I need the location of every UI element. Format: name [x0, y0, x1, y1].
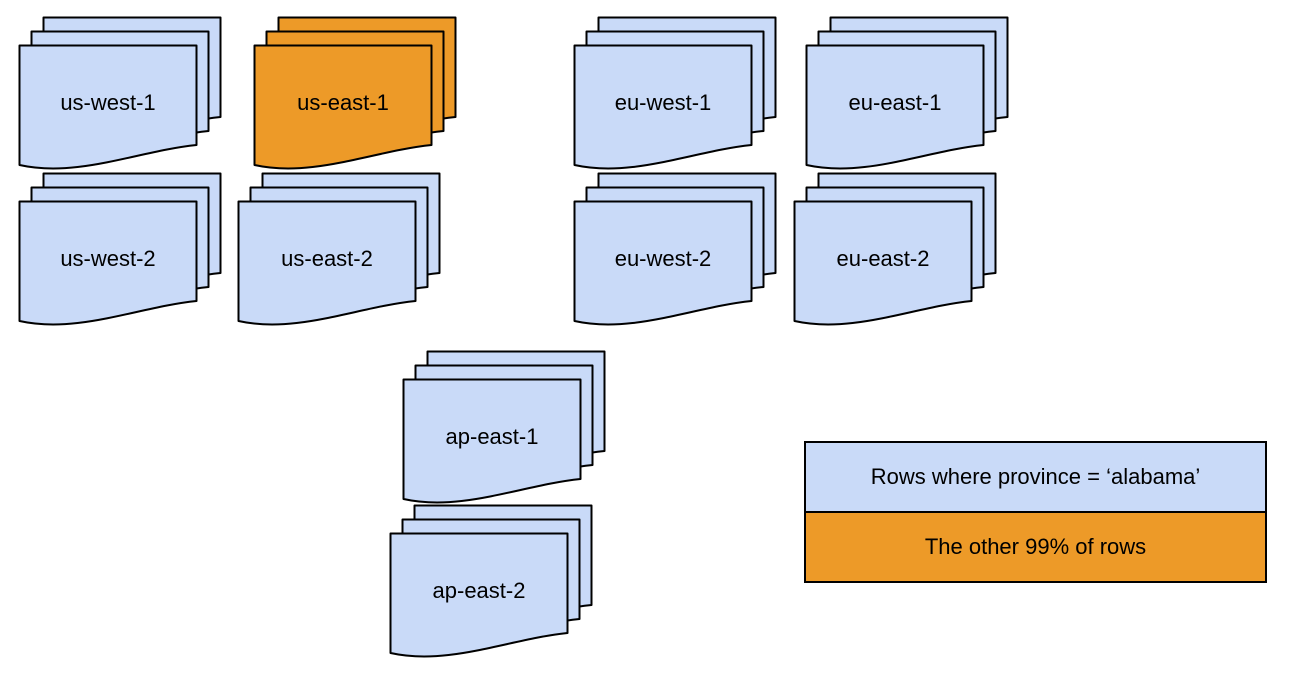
document-icon: [18, 44, 198, 170]
legend-label-alabama: Rows where province = ‘alabama’: [870, 464, 1201, 489]
document-icon: [237, 200, 417, 326]
document-icon: [805, 44, 985, 170]
legend-row-alabama: Rows where province = ‘alabama’: [806, 443, 1265, 511]
legend-row-other-rows: The other 99% of rows: [806, 511, 1265, 581]
region-stack-ap-east-1: ap-east-1: [402, 350, 606, 506]
region-stack-eu-west-1: eu-west-1: [573, 16, 777, 172]
document-icon: [793, 200, 973, 326]
region-stack-eu-east-1: eu-east-1: [805, 16, 1009, 172]
document-icon: [402, 378, 582, 504]
region-stack-ap-east-2: ap-east-2: [389, 504, 593, 660]
region-stack-us-east-2: us-east-2: [237, 172, 441, 328]
document-icon: [573, 44, 753, 170]
legend-label-other-rows: The other 99% of rows: [924, 534, 1147, 559]
legend: Rows where province = ‘alabama’ The othe…: [804, 441, 1267, 583]
document-icon: [573, 200, 753, 326]
region-stack-us-west-2: us-west-2: [18, 172, 222, 328]
region-stack-us-east-1: us-east-1: [253, 16, 457, 172]
document-icon: [253, 44, 433, 170]
region-stack-eu-west-2: eu-west-2: [573, 172, 777, 328]
document-icon: [18, 200, 198, 326]
document-icon: [389, 532, 569, 658]
region-stack-us-west-1: us-west-1: [18, 16, 222, 172]
region-stack-eu-east-2: eu-east-2: [793, 172, 997, 328]
